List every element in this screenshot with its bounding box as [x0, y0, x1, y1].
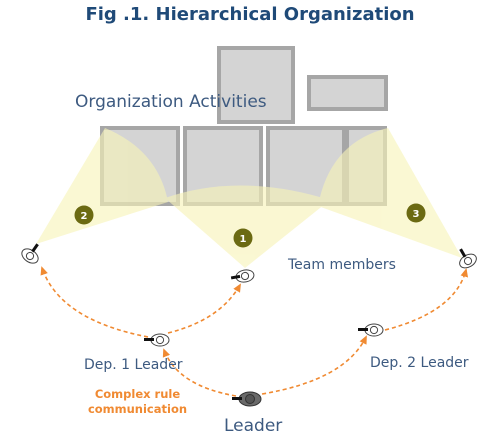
link-dep1-to-member2: [40, 266, 149, 338]
leader-figure-icon: [232, 391, 262, 407]
figure-title: Fig .1. Hierarchical Organization: [85, 4, 415, 25]
activity-box-top-tall: [217, 46, 295, 124]
badge-2-label: 2: [81, 211, 88, 222]
badge-3: 3: [406, 203, 426, 223]
camera-icon: [230, 274, 241, 280]
view-cone-2: [36, 128, 168, 244]
complex-rule-label: Complex rule communication: [87, 387, 188, 416]
camera-icon: [31, 243, 39, 253]
person-topview-icon: [21, 243, 39, 264]
badge-3-label: 3: [413, 209, 420, 220]
person-topview-icon: [358, 323, 384, 337]
dep1-leader-label: Dep. 1 Leader: [84, 357, 183, 373]
camera-icon: [358, 328, 368, 331]
person-topview-icon: [459, 248, 477, 269]
person-topview-icon: [144, 333, 170, 347]
badge-2: 2: [74, 205, 94, 225]
activities-label: Organization Activities: [75, 92, 267, 112]
badge-1-label: 1: [240, 234, 247, 245]
camera-icon: [459, 248, 467, 258]
communication-links: [40, 266, 469, 397]
link-dep2-to-member3: [384, 268, 469, 331]
link-dep1-to-member1: [167, 283, 241, 334]
view-cone-3: [318, 128, 462, 258]
link-leader-to-dep2: [261, 335, 367, 395]
view-cone-1: [165, 185, 330, 268]
person-topview-icon: [230, 269, 255, 283]
badge-1: 1: [233, 228, 253, 248]
leader-label: Leader: [224, 416, 283, 436]
team-members-label: Team members: [288, 257, 396, 273]
view-cones: [36, 128, 462, 268]
camera-icon: [144, 338, 154, 341]
dep2-leader-label: Dep. 2 Leader: [370, 355, 469, 371]
camera-icon: [232, 397, 242, 400]
activity-box-top-small: [307, 75, 388, 111]
link-leader-to-dep1: [162, 348, 237, 397]
